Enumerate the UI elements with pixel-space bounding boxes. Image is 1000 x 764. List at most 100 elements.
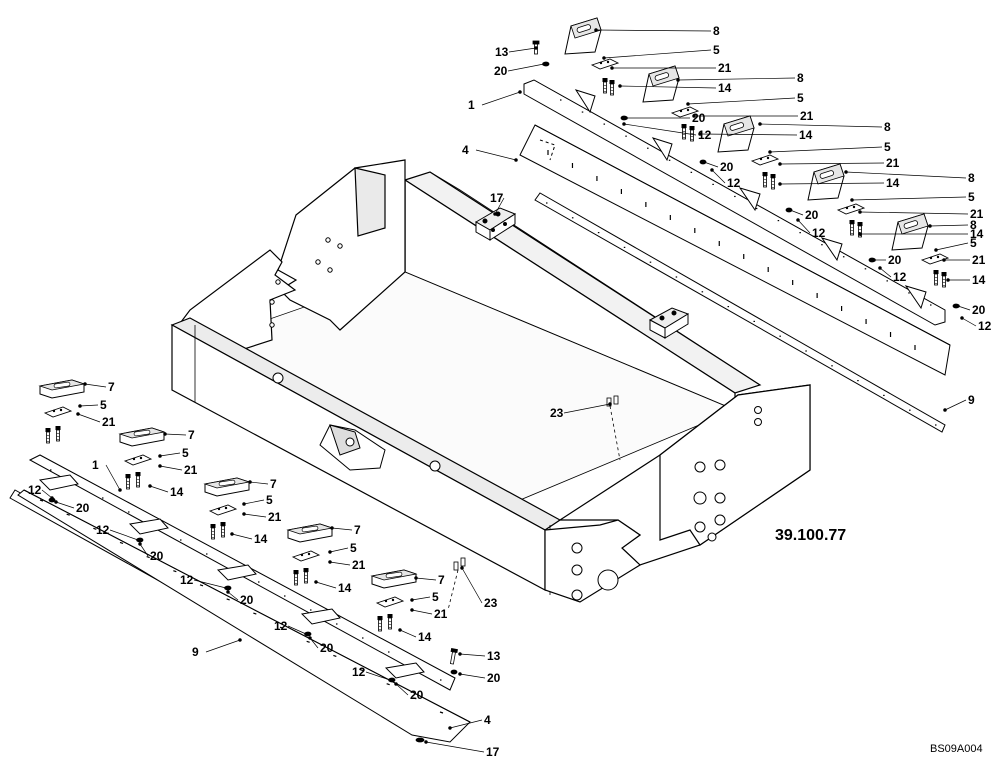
callout-7: 7 (188, 428, 195, 442)
leader-arrowhead (676, 78, 680, 82)
leader-line (365, 671, 391, 681)
leader-line (159, 452, 181, 457)
callout-23: 23 (484, 596, 498, 610)
leader-line (961, 317, 977, 327)
callout-20: 20 (692, 111, 706, 125)
leader-arrowhead (960, 316, 964, 320)
callout-20: 20 (805, 208, 819, 222)
leader-line (331, 527, 353, 531)
leader-line (687, 97, 796, 105)
leader-arrowhead (686, 102, 690, 106)
leader-line (595, 29, 712, 32)
callout-8: 8 (970, 218, 977, 232)
leader-arrowhead (788, 208, 792, 212)
leader-arrowhead (943, 408, 947, 412)
callout-20: 20 (487, 671, 501, 685)
leader-arrowhead (158, 464, 162, 468)
leader-line (411, 609, 433, 615)
leader-line (507, 63, 545, 72)
callout-labels: 1320185211420128521144201285211420128521… (28, 24, 992, 759)
callout-8: 8 (797, 71, 804, 85)
leader-line (139, 543, 149, 557)
callout-12: 12 (698, 128, 712, 142)
callout-14: 14 (970, 227, 984, 241)
leader-arrowhead (50, 496, 54, 500)
bolt-slot (119, 541, 124, 544)
leader-line (623, 123, 697, 136)
callout-17: 17 (490, 191, 504, 205)
strip-9-upper (534, 192, 946, 433)
callout-8: 8 (713, 24, 720, 38)
leader-arrowhead (778, 162, 782, 166)
callout-5: 5 (884, 140, 891, 154)
leader-line (475, 149, 517, 161)
reference-code: 39.100.77 (775, 527, 846, 544)
callout-20: 20 (320, 641, 334, 655)
leader-line (508, 47, 537, 53)
leader-line (797, 219, 811, 234)
bolt-slot (66, 513, 70, 516)
leader-line (309, 637, 319, 649)
bolt-slot (226, 598, 230, 601)
bar-slots-upper (546, 99, 937, 426)
leader-line (779, 162, 885, 165)
callout-14: 14 (718, 81, 732, 95)
leader-line (77, 413, 101, 423)
callout-8: 8 (968, 171, 975, 185)
leader-arrowhead (330, 526, 334, 530)
leader-arrowhead (410, 608, 414, 612)
leader-arrowhead (242, 512, 246, 516)
bolt-slot (439, 711, 444, 714)
callout-4: 4 (484, 713, 491, 727)
leader-line (935, 242, 969, 251)
leader-line (845, 171, 967, 179)
leader-arrowhead (410, 598, 414, 602)
leader-arrowhead (148, 484, 152, 488)
callout-20: 20 (888, 253, 902, 267)
bolt-slot (146, 555, 150, 559)
leader-arrowhead (518, 90, 522, 94)
leader-arrowhead (458, 652, 462, 656)
callout-14: 14 (254, 532, 268, 546)
leader-arrowhead (942, 258, 946, 262)
callout-12: 12 (893, 270, 907, 284)
leader-arrowhead (328, 550, 332, 554)
callout-21: 21 (886, 156, 900, 170)
leader-arrowhead (78, 404, 82, 408)
callout-5: 5 (970, 236, 977, 250)
bolt-slot (306, 640, 310, 643)
leader-arrowhead (83, 382, 87, 386)
callout-5: 5 (182, 446, 189, 460)
leader-arrowhead (458, 672, 462, 676)
callout-17: 17 (486, 745, 500, 759)
callout-21: 21 (352, 558, 366, 572)
leader-line (711, 169, 726, 184)
leader-line (461, 567, 483, 604)
callout-20: 20 (494, 64, 508, 78)
leader-arrowhead (460, 566, 464, 570)
callout-4: 4 (462, 143, 469, 157)
leader-arrowhead (934, 248, 938, 252)
leader-arrowhead (534, 46, 538, 50)
leader-arrowhead (314, 580, 318, 584)
leader-line (459, 673, 486, 679)
leader-line (164, 433, 187, 436)
callout-12: 12 (978, 319, 992, 333)
leader-arrowhead (242, 502, 246, 506)
leader-line (957, 305, 971, 311)
leader-line (677, 77, 796, 81)
callout-20: 20 (150, 549, 164, 563)
callout-9: 9 (192, 645, 199, 659)
callout-7: 7 (438, 573, 445, 587)
callout-5: 5 (968, 190, 975, 204)
leader-arrowhead (702, 160, 706, 164)
leader-line (494, 197, 505, 215)
leader-line (109, 529, 139, 541)
callout-12: 12 (96, 523, 110, 537)
leader-arrowhead (230, 532, 234, 536)
leader-arrowhead (858, 210, 862, 214)
callout-13: 13 (495, 45, 509, 59)
leader-line (481, 91, 521, 106)
leader-arrowhead (138, 542, 142, 546)
